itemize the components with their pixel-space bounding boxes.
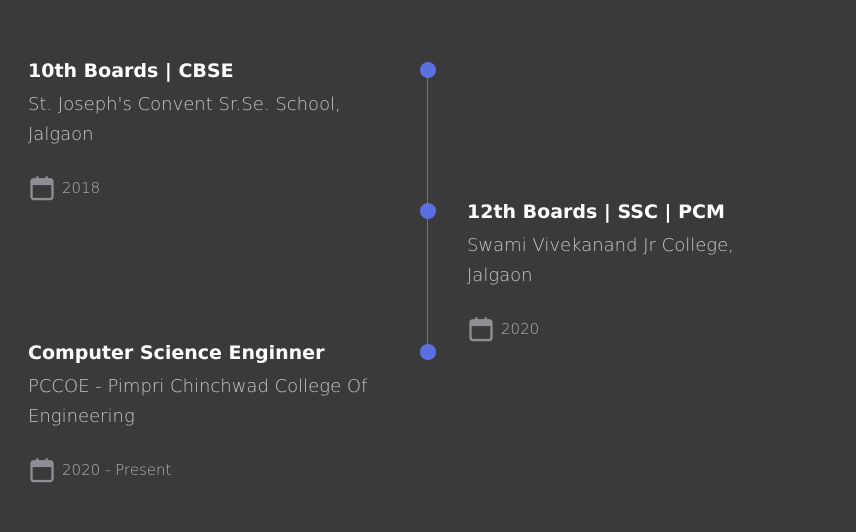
entry-date: 2020 - Present [62,461,172,479]
entry-institution: PCCOE - Pimpri Chinchwad College Of Engi… [28,376,368,427]
calendar-icon [30,458,54,483]
entry-title: Computer Science Enginner [28,342,325,364]
timeline-entry: Computer Science Enginner PCCOE - Pimpri… [28,342,398,484]
entry-institution: St. Joseph's Convent Sr.Se. School, Jalg… [28,94,341,145]
entry-institution: Swami Vivekanand Jr College, Jalgaon [467,235,734,286]
timeline-dot [420,62,436,78]
timeline-dot [420,203,436,219]
calendar-icon [30,176,54,201]
timeline-entry: 12th Boards | SSC | PCM Swami Vivekanand… [467,201,837,343]
entry-date-row: 2020 [467,315,837,343]
timeline-dot [420,344,436,360]
timeline-entry: 10th Boards | CBSE St. Joseph's Convent … [28,60,398,202]
entry-title: 12th Boards | SSC | PCM [467,201,725,223]
calendar-icon [469,317,493,342]
entry-date: 2020 [501,320,540,338]
entry-date: 2018 [62,179,101,197]
entry-title: 10th Boards | CBSE [28,60,234,82]
entry-date-row: 2018 [28,174,398,202]
entry-date-row: 2020 - Present [28,456,398,484]
